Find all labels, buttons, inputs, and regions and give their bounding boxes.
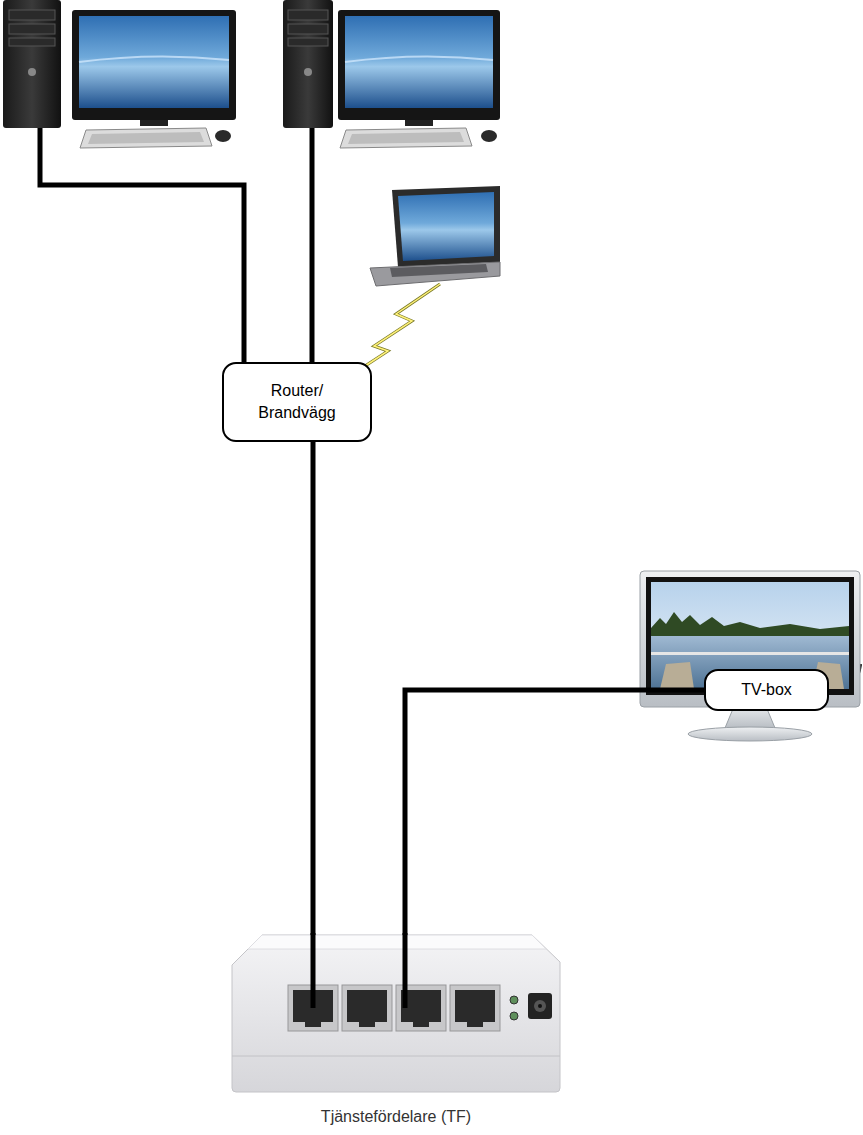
drive-bay [288, 38, 328, 46]
network-cable [311, 442, 316, 935]
laptop-lid [392, 186, 500, 267]
port-frame [450, 985, 500, 1031]
power-jack [528, 993, 552, 1019]
rj45-port [450, 985, 500, 1031]
power-jack-ring [534, 1000, 546, 1012]
drive-bay [9, 10, 55, 20]
drive-bay [288, 10, 328, 20]
plugged-cable [311, 933, 316, 1008]
power-button [304, 68, 312, 76]
box-label: Router/ Brandvägg [247, 380, 347, 423]
port-frame [342, 985, 392, 1031]
monitor-screen [79, 16, 229, 108]
monitor [72, 10, 236, 120]
desktop-computer [3, 0, 236, 148]
keyboard-keys [88, 132, 204, 144]
keyboard [340, 128, 472, 148]
drive-bay [9, 24, 55, 34]
laptop-base [370, 262, 500, 286]
tv-box-box: TV-box [704, 669, 829, 711]
power-button [28, 68, 36, 76]
tv-foot [688, 727, 812, 741]
laptop-keyboard [390, 264, 488, 277]
monitor-stand [140, 120, 168, 126]
screen-glare [79, 56, 229, 62]
keyboard-keys [348, 132, 464, 144]
laptop-screen [398, 192, 494, 261]
port-opening [455, 990, 495, 1022]
mouse [215, 130, 231, 142]
box-label: TV-box [741, 679, 792, 701]
port-notch [359, 1021, 375, 1027]
port-opening [347, 990, 387, 1022]
device-seam [232, 1056, 560, 1057]
service-distributor-device [232, 933, 560, 1092]
pc-tower [3, 0, 61, 128]
keyboard [80, 128, 212, 148]
wireless-link [362, 284, 440, 368]
network-cable [310, 115, 315, 362]
laptop [370, 186, 500, 286]
television [640, 571, 860, 741]
device-caption: Tjänstefördelare (TF) [321, 1106, 471, 1130]
service-distributor: Tjänstefördelare (TF) [232, 935, 560, 1130]
drive-bay [288, 24, 328, 34]
wireless-link [362, 284, 440, 368]
screen-glare [345, 56, 493, 62]
rj45-port [342, 985, 392, 1031]
monitor-stand [405, 120, 433, 126]
tree-line [651, 612, 849, 636]
desktop-computer [283, 0, 500, 148]
network-cable [40, 105, 244, 362]
router-box: Router/ Brandvägg [222, 362, 372, 442]
device-lid [248, 935, 546, 949]
pc-tower [283, 0, 333, 128]
post [660, 662, 694, 689]
monitor [338, 10, 500, 120]
port-notch [413, 1021, 429, 1027]
power-jack-pin [538, 1004, 542, 1008]
port-notch [467, 1021, 483, 1027]
status-led [510, 1012, 518, 1020]
network-cable [405, 690, 704, 935]
status-led [510, 996, 518, 1004]
monitor-screen [345, 16, 493, 108]
railing [651, 652, 849, 655]
device-housing [232, 935, 560, 1092]
port-notch [305, 1021, 321, 1027]
plugged-cable [403, 933, 408, 1008]
mouse [481, 130, 497, 142]
drive-bay [9, 38, 55, 46]
